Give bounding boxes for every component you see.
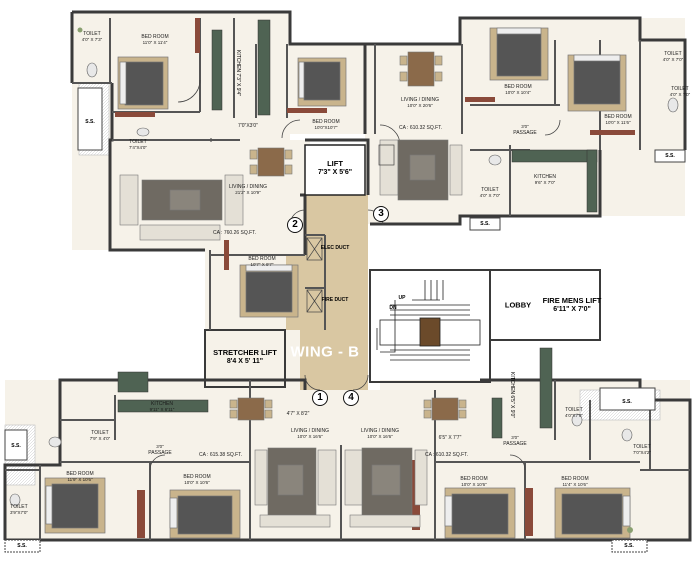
- bed: [444, 487, 516, 539]
- dining-table: [399, 51, 443, 87]
- foyer-dim: 6'5" X 7'7": [438, 435, 462, 441]
- carpet-area: CA : 760.26 SQ.FT.: [213, 230, 257, 236]
- kitchen-counters: [117, 19, 598, 439]
- room-label-vertical: KITCHEN 7'3" X 9'4": [235, 50, 241, 97]
- dining-table: [229, 397, 273, 421]
- living-set: [254, 447, 337, 528]
- elec-duct-label: ELEC DUCT: [320, 245, 350, 251]
- ss-label: S.S.: [665, 153, 675, 159]
- living-sets: [119, 139, 463, 528]
- wing-title: WING - B: [290, 343, 360, 361]
- passage-label: 3'0"PASSAGE: [513, 124, 537, 136]
- bed: [567, 54, 627, 112]
- stair-dn-label: DN: [389, 305, 397, 311]
- toilet-fixtures: [9, 62, 679, 507]
- bed: [117, 56, 169, 110]
- stair-up-label: UP: [398, 295, 406, 301]
- ss-label: S.S.: [624, 543, 634, 549]
- bed: [554, 487, 631, 539]
- flat-marker-3: 3: [373, 206, 389, 222]
- ss-label: S.S.: [11, 443, 21, 449]
- staircase: [376, 280, 481, 361]
- bed: [489, 27, 549, 81]
- walls: [3, 10, 692, 542]
- ss-label: S.S.: [17, 543, 27, 549]
- passage-label: 3'0"PASSAGE: [503, 435, 527, 447]
- carpet-area: CA : 610.32 SQ.FT.: [399, 125, 443, 131]
- living-set: [379, 139, 463, 201]
- flat-marker-1: 1: [312, 390, 328, 406]
- flat-marker-2: 2: [287, 217, 303, 233]
- beds: [44, 27, 631, 539]
- ss-label: S.S.: [480, 221, 490, 227]
- bed: [239, 264, 299, 318]
- passage-dim: 7'0"X3'0": [238, 123, 258, 129]
- flat-marker-4: 4: [343, 390, 359, 406]
- lobby-label: LOBBY: [504, 300, 532, 310]
- fire-duct-label: FIRE DUCT: [321, 297, 349, 303]
- bed: [44, 477, 106, 534]
- living-set: [119, 174, 244, 241]
- foyer-dim: 4'7" X 8'2": [286, 411, 310, 417]
- bed: [297, 57, 347, 107]
- passage-label: 3'0"PASSAGE: [148, 444, 172, 456]
- ss-label: S.S.: [85, 119, 95, 125]
- dining-tables: [229, 51, 467, 421]
- carpet-area: CA : 610.32 SQ.FT.: [425, 452, 469, 458]
- living-set: [344, 447, 428, 528]
- plants: [77, 27, 633, 533]
- dining-table: [423, 397, 467, 421]
- ducts: [306, 144, 395, 313]
- ss-boxes: [4, 87, 686, 553]
- carpet-area: CA : 615.38 SQ.FT.: [199, 452, 243, 458]
- dining-table: [249, 147, 293, 177]
- ss-label: S.S.: [622, 399, 632, 405]
- room-label-vertical: KITCHEN 6'5" X 9'0": [509, 372, 515, 419]
- lift-boxes: [304, 144, 366, 196]
- bed: [169, 489, 241, 539]
